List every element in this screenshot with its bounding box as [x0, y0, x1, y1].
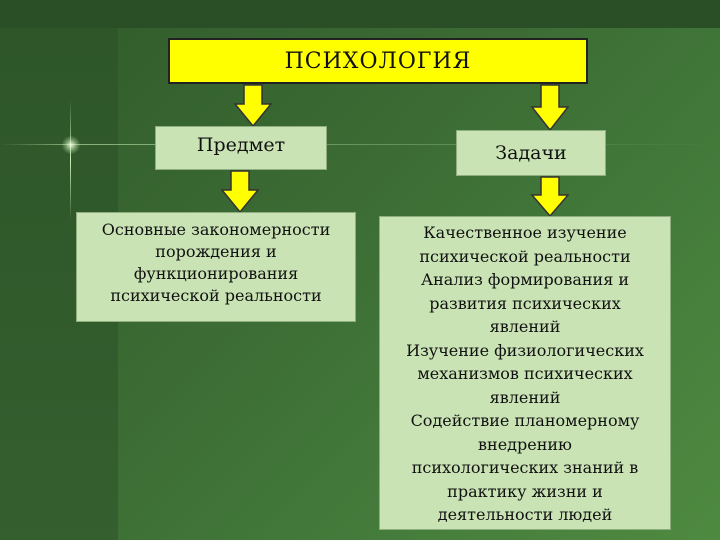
subject-line: функционирования — [133, 264, 299, 283]
task-line: внедрению — [478, 434, 572, 454]
task-line: практику жизни и — [447, 481, 603, 501]
task-line: Содействие планомерному — [410, 411, 640, 430]
subject-header-box: Предмет — [155, 126, 327, 170]
title-text: ПСИХОЛОГИЯ — [284, 48, 472, 74]
task-line: психологических знаний в — [411, 458, 639, 477]
task-line: Анализ формирования и — [420, 270, 630, 289]
decorative-glow-line-vertical — [70, 100, 71, 220]
subject-line: порождения и — [155, 242, 277, 261]
arrow-down-icon — [233, 84, 273, 128]
task-line: явлений — [489, 387, 561, 407]
decorative-glow-dot — [62, 136, 80, 154]
tasks-header-box: Задачи — [456, 130, 606, 176]
task-line: психической реальности — [419, 246, 631, 266]
tasks-header: Задачи — [495, 142, 567, 164]
subject-line: психической реальности — [110, 286, 322, 305]
subject-header: Предмет — [196, 134, 286, 156]
title-box: ПСИХОЛОГИЯ — [168, 38, 588, 84]
arrow-down-icon — [530, 84, 570, 132]
task-line: Качественное изучение — [423, 223, 627, 242]
background-top-band — [0, 0, 720, 28]
tasks-content-box: Качественное изучение психической реальн… — [379, 216, 671, 530]
subject-content-box: Основные закономерности порождения и фун… — [76, 212, 356, 322]
task-line: деятельности людей — [437, 505, 613, 524]
arrow-down-icon — [530, 176, 570, 218]
task-line: развития психических — [429, 293, 621, 313]
task-line: механизмов психических — [417, 364, 633, 383]
decorative-glow-line — [0, 144, 720, 145]
task-line: Изучение физиологических — [406, 340, 644, 360]
arrow-down-icon — [220, 170, 260, 214]
task-line: явлений — [489, 317, 561, 336]
subject-line: Основные закономерности — [101, 220, 331, 239]
